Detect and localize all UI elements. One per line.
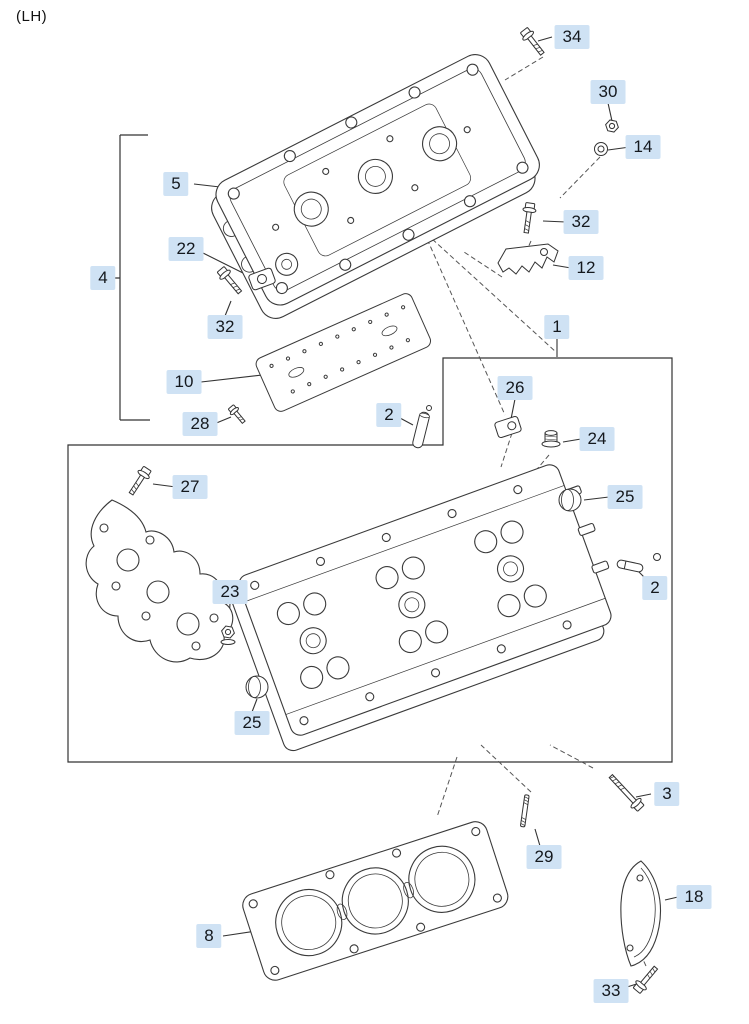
baffle-plate-drawing xyxy=(255,293,432,412)
bolt-32-left xyxy=(215,264,246,297)
callout-33[interactable]: 33 xyxy=(593,979,629,1003)
washer-14 xyxy=(594,142,608,156)
bolt-3 xyxy=(605,771,647,814)
callout-32[interactable]: 32 xyxy=(207,315,243,339)
nut-30 xyxy=(603,118,621,134)
valve-guide-2 xyxy=(412,411,430,449)
callout-18[interactable]: 18 xyxy=(676,885,712,909)
callout-23[interactable]: 23 xyxy=(212,580,248,604)
callout-10[interactable]: 10 xyxy=(166,370,202,394)
bracket-26 xyxy=(494,415,522,439)
bolt-34 xyxy=(518,25,548,59)
head-gasket-drawing xyxy=(242,821,509,981)
pin-ball xyxy=(653,553,661,561)
side-indicator-label: (LH) xyxy=(16,8,48,25)
callout-5[interactable]: 5 xyxy=(163,172,189,196)
callout-25[interactable]: 25 xyxy=(234,711,270,735)
callout-27[interactable]: 27 xyxy=(172,475,208,499)
callout-26[interactable]: 26 xyxy=(497,376,533,400)
valve-seal-24 xyxy=(541,430,561,448)
bolt-27 xyxy=(125,464,154,498)
front-cover-strip-drawing xyxy=(85,499,234,663)
clamp-22 xyxy=(248,267,276,291)
callout-32[interactable]: 32 xyxy=(563,210,599,234)
cylinder-head-drawing xyxy=(231,464,612,752)
stud-29 xyxy=(519,794,530,828)
plug-25-right xyxy=(558,488,582,512)
callout-30[interactable]: 30 xyxy=(590,80,626,104)
plug-25-left xyxy=(245,675,269,699)
guide-ball xyxy=(426,405,432,411)
callout-34[interactable]: 34 xyxy=(554,25,590,49)
dowel-pin-2 xyxy=(616,559,644,573)
bracket-12 xyxy=(497,243,559,275)
callout-29[interactable]: 29 xyxy=(526,845,562,869)
rear-cover-drawing xyxy=(620,860,662,967)
callout-8[interactable]: 8 xyxy=(196,924,222,948)
bolt-33 xyxy=(631,963,662,996)
callout-22[interactable]: 22 xyxy=(168,237,204,261)
bolt-32-right xyxy=(519,201,538,235)
fasteners xyxy=(125,25,662,996)
nut-23-washer xyxy=(220,639,236,645)
callout-1[interactable]: 1 xyxy=(544,315,570,339)
screw-28 xyxy=(226,403,249,426)
callout-3[interactable]: 3 xyxy=(654,782,680,806)
callout-28[interactable]: 28 xyxy=(182,412,218,436)
callout-12[interactable]: 12 xyxy=(568,256,604,280)
valve-cover-drawing xyxy=(211,54,540,319)
callout-25[interactable]: 25 xyxy=(607,485,643,509)
callout-2[interactable]: 2 xyxy=(376,403,402,427)
callout-24[interactable]: 24 xyxy=(579,427,615,451)
callout-14[interactable]: 14 xyxy=(625,135,661,159)
assembly-box xyxy=(67,357,673,763)
callout-2[interactable]: 2 xyxy=(642,576,668,600)
callout-4[interactable]: 4 xyxy=(90,266,116,290)
group-bracket-4 xyxy=(114,134,150,421)
